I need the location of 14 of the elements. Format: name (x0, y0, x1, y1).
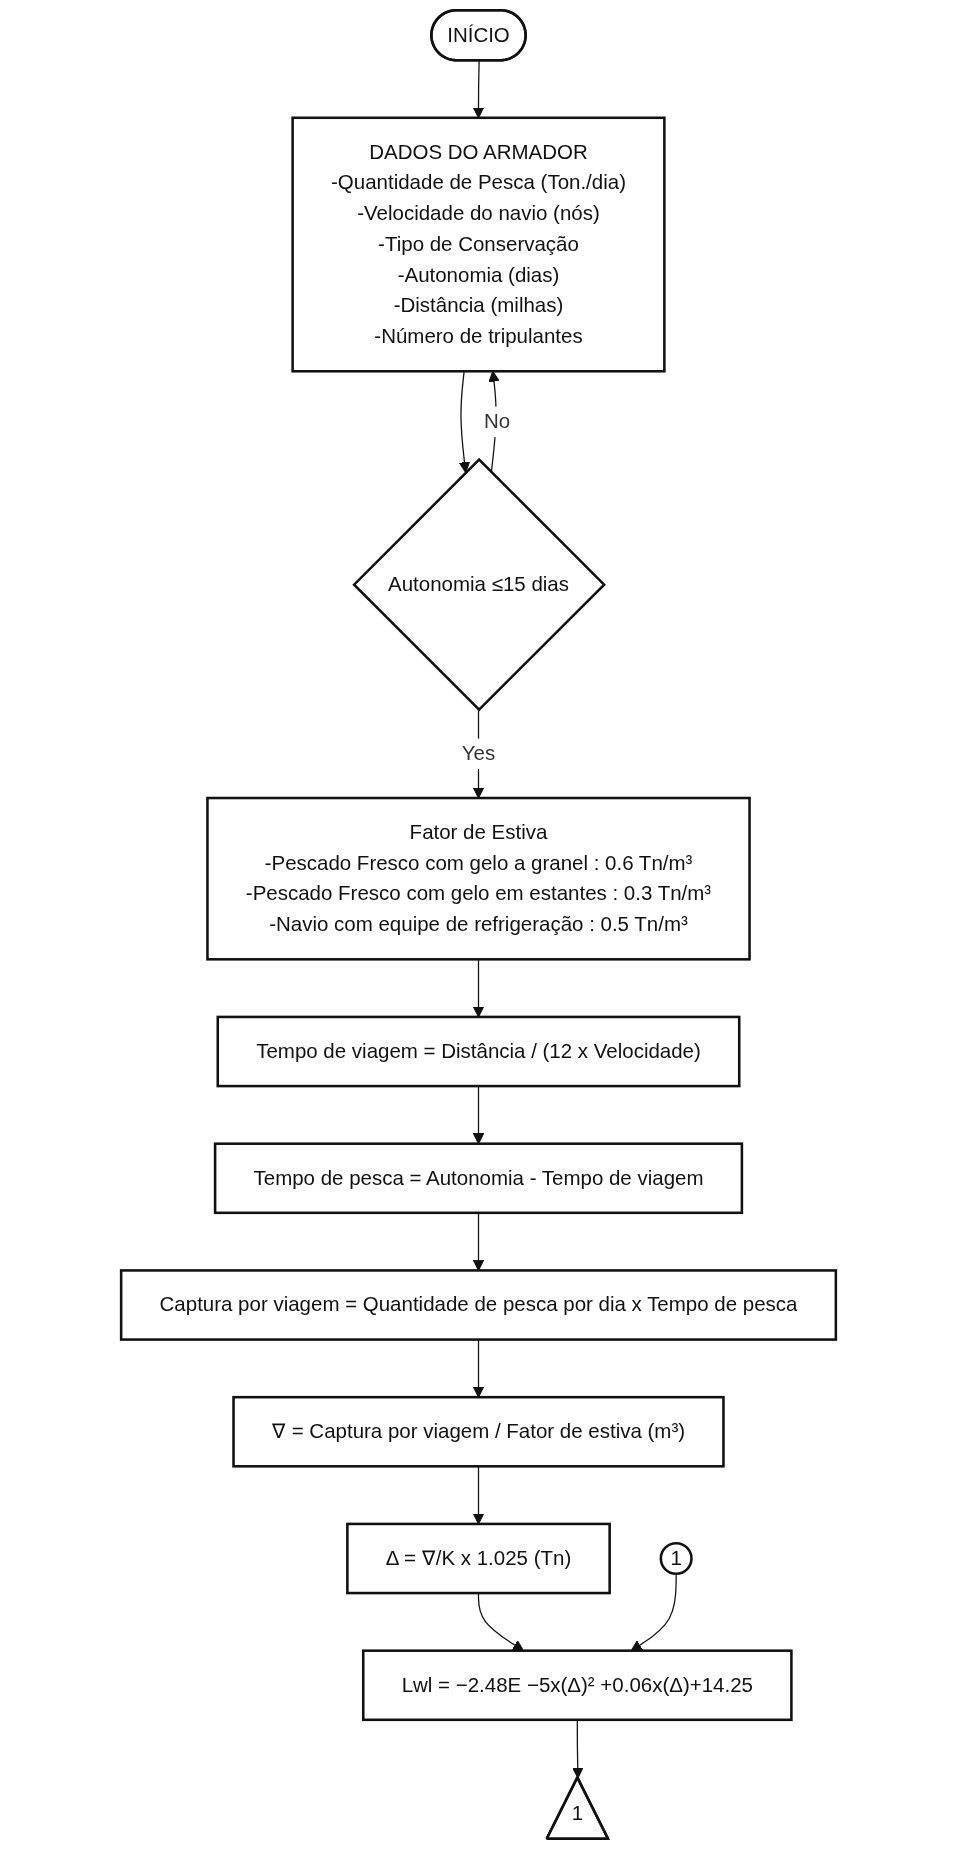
node-box: Tempo de viagem = Distância / (12 x Velocidade) (216, 1015, 741, 1088)
arrow (472, 1212, 485, 1271)
arrow (572, 1719, 584, 1779)
edge-label: No (484, 410, 511, 433)
node-box: Tempo de pesca = Autonomia - Tempo de viagem (213, 1142, 744, 1215)
node-box: Captura por viagem = Quantidade de pesca por dia x Tempo de pesca (119, 1269, 838, 1341)
node-circle: 1 (659, 1541, 693, 1576)
node-box: DADOS DO ARMADOR -Quantidade de Pesca (Ton./dia) -Velocidade do navio (nós) -Tipo de Conservação -Autonomia (dias) -Distância (milhas) -Número de tripulantes (291, 116, 666, 373)
edge-label: Yes (461, 742, 496, 765)
node-box: Fator de Estiva -Pescado Fresco com gelo a granel : 0.6 Tn/m³ -Pescado Fresco com gelo em estantes : 0.3 Tn/m³ -Navio com equipe de refrigeração : 0.5 Tn/m³ (206, 796, 751, 961)
node-diamond: Autonomia ≤15 dias (352, 457, 606, 712)
node-box: ∇ = Captura por viagem / Fator de estiva (m³) (232, 1395, 725, 1468)
node-box: Δ = ∇/K x 1.025 (Tn) (346, 1522, 611, 1595)
node-box: Lwl = −2.48E −5x(Δ)² +0.06x(Δ)+14.25 (361, 1649, 793, 1722)
